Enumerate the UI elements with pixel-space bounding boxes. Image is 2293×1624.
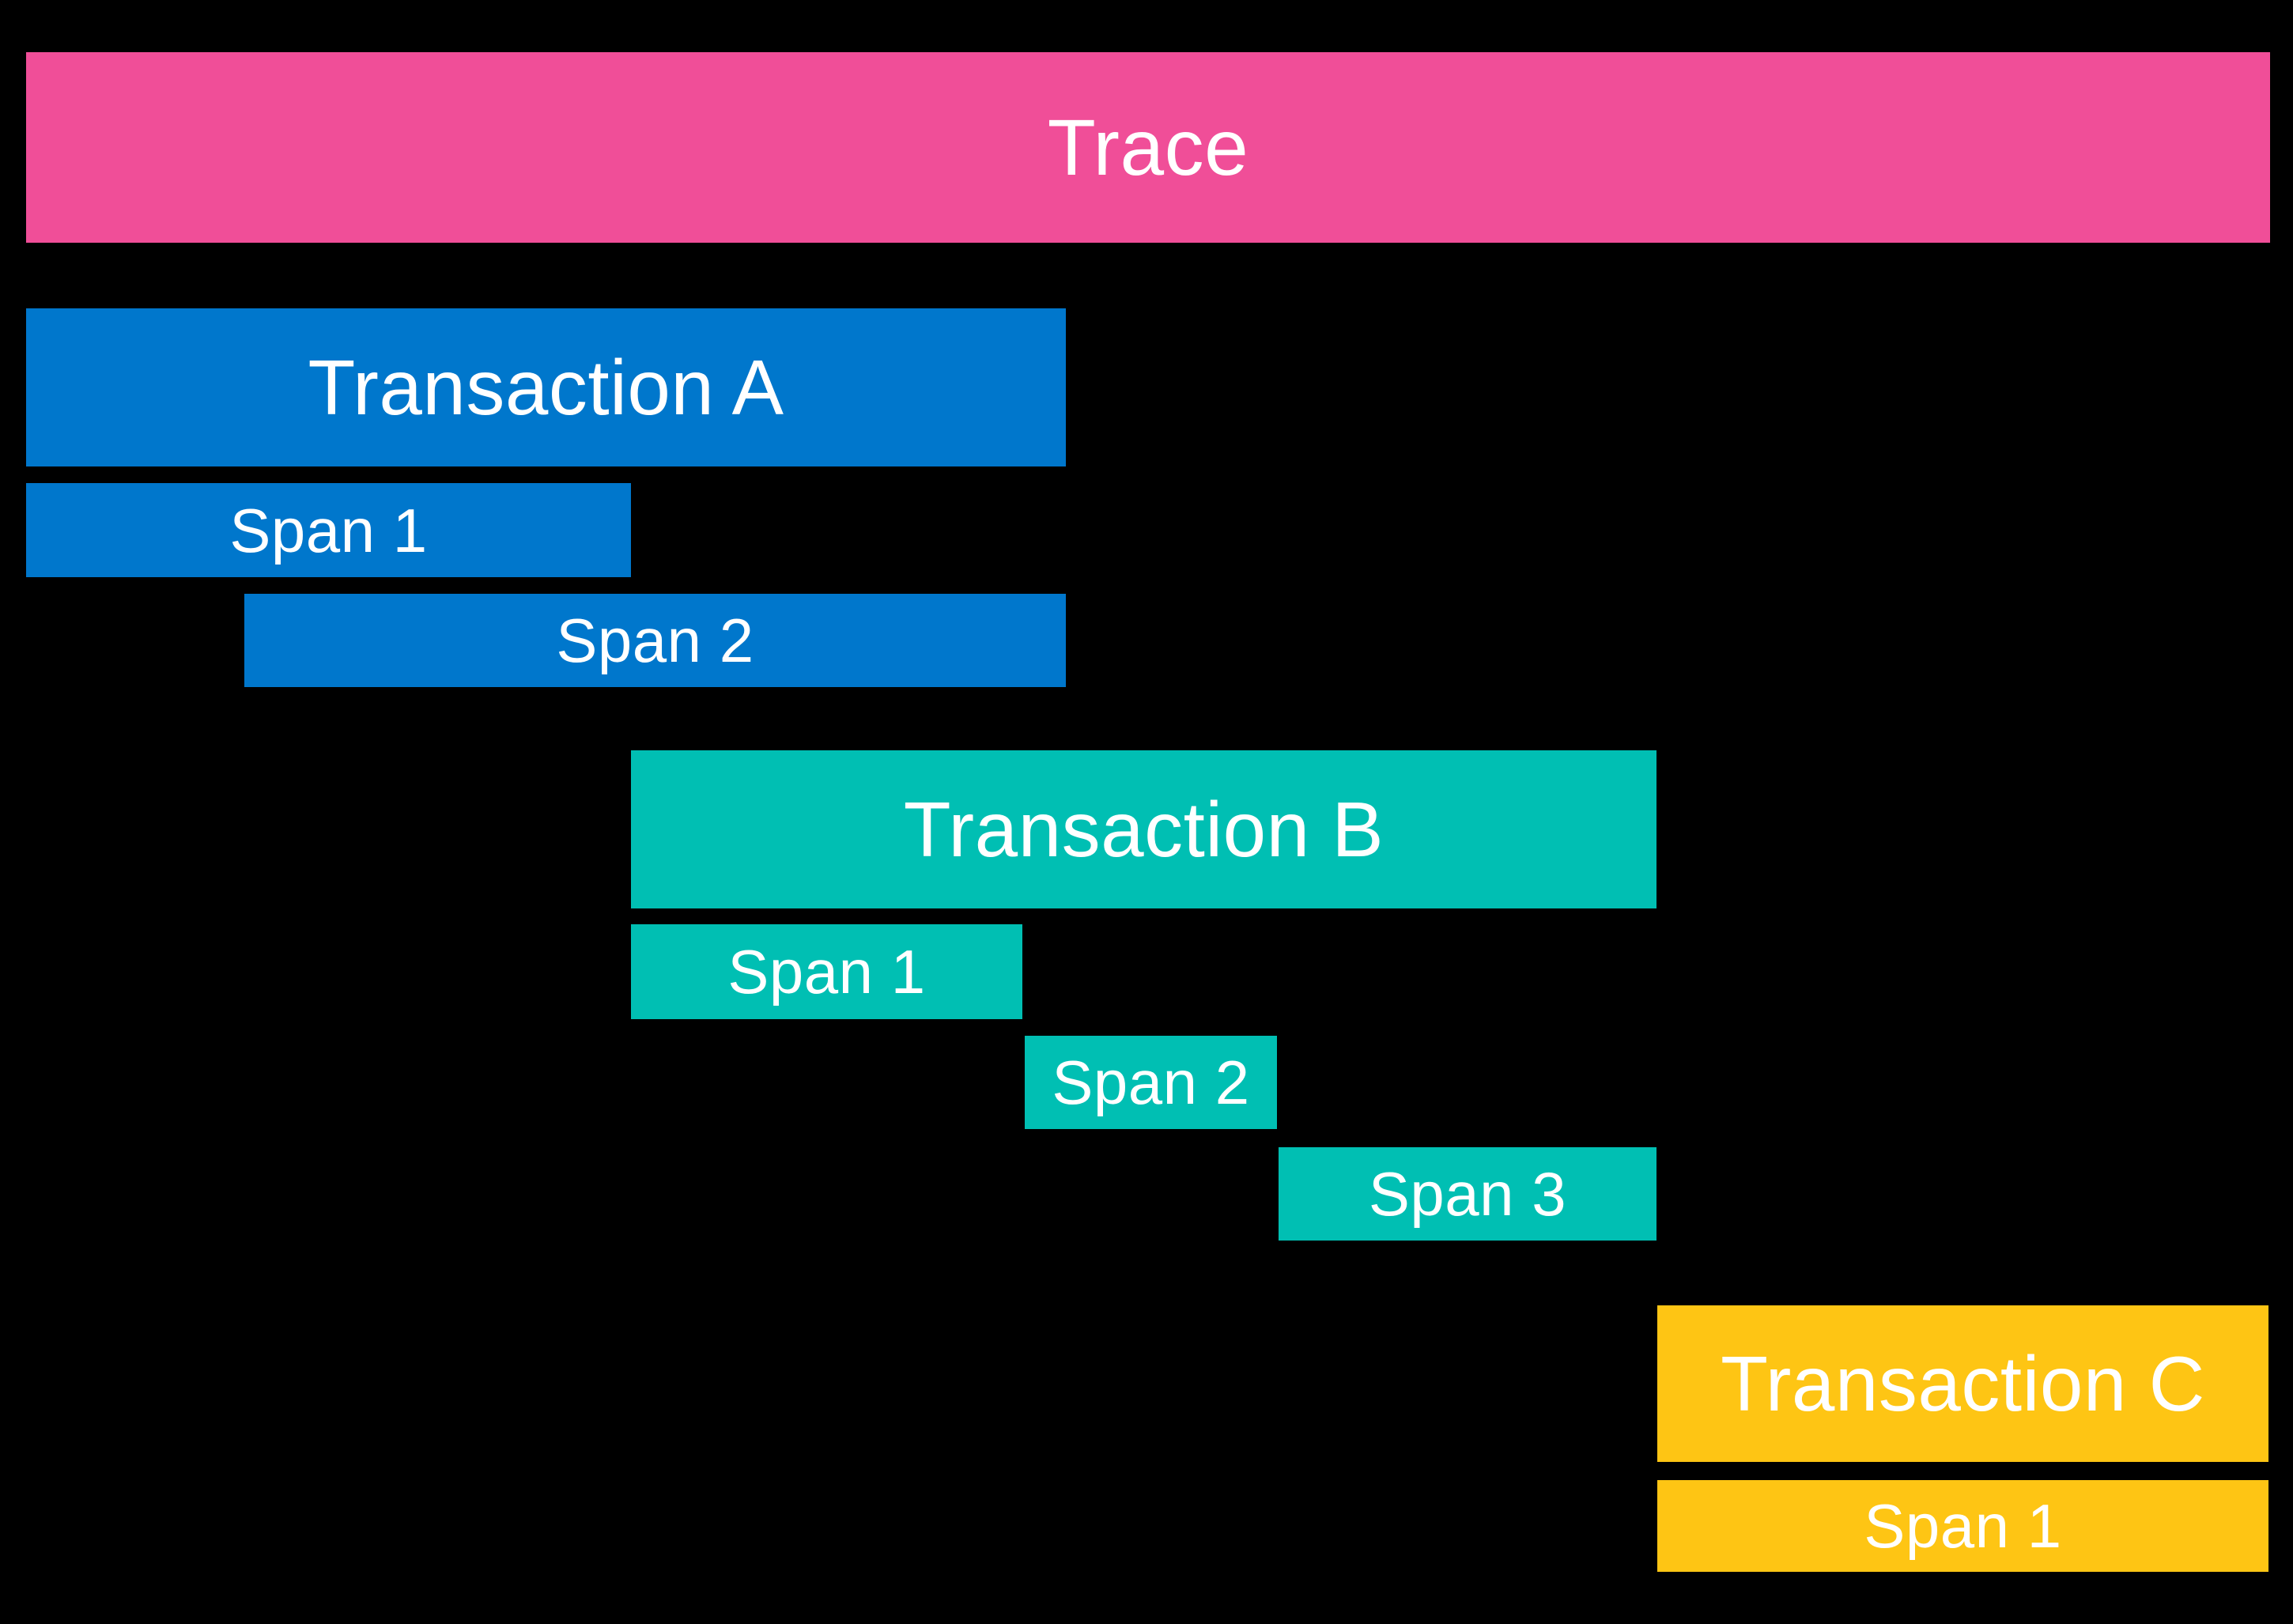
transaction-c-span-1-label: Span 1	[1864, 1491, 2062, 1561]
transaction-b-span-2-bar: Span 2	[1025, 1036, 1277, 1129]
transaction-b-span-2-label: Span 2	[1052, 1048, 1250, 1117]
transaction-b-label: Transaction B	[903, 786, 1384, 873]
transaction-a-span-1-bar: Span 1	[26, 483, 631, 577]
transaction-b-bar: Transaction B	[631, 750, 1656, 908]
transaction-b-span-3-bar: Span 3	[1279, 1147, 1656, 1241]
transaction-c-bar: Transaction C	[1657, 1305, 2268, 1462]
trace-bar: Trace	[26, 52, 2270, 243]
transaction-a-span-2-bar: Span 2	[244, 594, 1066, 687]
transaction-a-bar: Transaction A	[26, 308, 1066, 466]
transaction-a-span-2-label: Span 2	[556, 606, 754, 675]
transaction-b-span-1-bar: Span 1	[631, 924, 1022, 1019]
transaction-c-label: Transaction C	[1721, 1340, 2205, 1427]
transaction-a-span-1-label: Span 1	[229, 495, 428, 565]
trace-label: Trace	[1047, 103, 1249, 192]
transaction-a-label: Transaction A	[308, 344, 784, 431]
transaction-c-span-1-bar: Span 1	[1657, 1480, 2268, 1572]
transaction-b-span-1-label: Span 1	[727, 937, 926, 1007]
transaction-b-span-3-label: Span 3	[1368, 1159, 1567, 1229]
